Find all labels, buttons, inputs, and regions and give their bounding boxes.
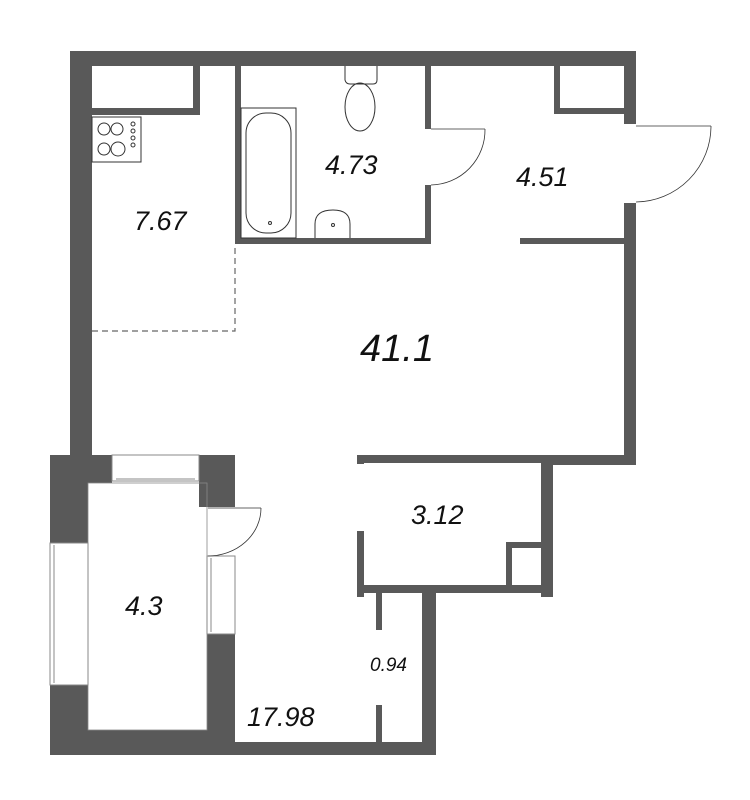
balcony-door-icon [207, 507, 262, 557]
area-label-kitchen: 7.67 [134, 206, 187, 236]
storage-wall-top [357, 455, 553, 463]
wall-top [70, 51, 636, 66]
stove-icon [91, 116, 142, 163]
bathroom-wall-right-lower [425, 185, 431, 244]
hallway-niche-left [554, 66, 560, 114]
bathroom-wall-right-upper [425, 66, 431, 129]
area-label-total: 41.1 [360, 328, 434, 370]
storage-wall-left [357, 531, 364, 597]
area-label-living-room: 17.98 [247, 702, 315, 732]
closet-partition-lower [376, 705, 382, 747]
kitchen-niche-right [193, 66, 200, 115]
entrance-door-icon [635, 125, 712, 203]
sink-icon [314, 209, 351, 238]
kitchen-niche-bottom [92, 108, 200, 115]
wall-right-upper [624, 51, 636, 124]
bathroom-wall-left [235, 66, 241, 244]
storage-wall-bottom [357, 585, 553, 593]
balcony-wall-bottom [50, 730, 235, 755]
balcony-inner-outline [87, 482, 208, 731]
storage-wall-left-stub [357, 455, 364, 464]
wall-main-bottom-right [545, 455, 636, 465]
closet-wall-right [422, 585, 436, 755]
bathroom-wall-bottom [235, 238, 431, 244]
balcony-window-top [111, 454, 200, 482]
balcony-wall-right-lower [207, 634, 235, 755]
balcony-wall-topright [199, 455, 235, 507]
area-label-hallway: 4.51 [516, 162, 569, 192]
kitchen-zone-boundary [92, 244, 236, 332]
bathtub-icon [240, 107, 297, 239]
balcony-wall-left-upper [50, 455, 88, 543]
wall-right-lower [624, 203, 636, 465]
area-label-bathroom: 4.73 [325, 150, 378, 180]
toilet-icon [344, 66, 378, 132]
shaft-top [506, 542, 546, 548]
wall-left [70, 51, 92, 457]
balcony-window-left [49, 542, 89, 686]
closet-partition-upper [376, 590, 382, 630]
storage-wall-right [541, 455, 553, 597]
hallway-niche-bottom [554, 108, 630, 114]
balcony-window-right [206, 555, 236, 635]
area-label-closet: 0.94 [370, 655, 407, 676]
area-label-storage: 3.12 [411, 500, 464, 530]
area-label-balcony: 4.3 [125, 591, 163, 621]
bathroom-door-icon [430, 128, 486, 186]
hallway-partition [520, 238, 630, 244]
shaft-left [506, 542, 512, 587]
